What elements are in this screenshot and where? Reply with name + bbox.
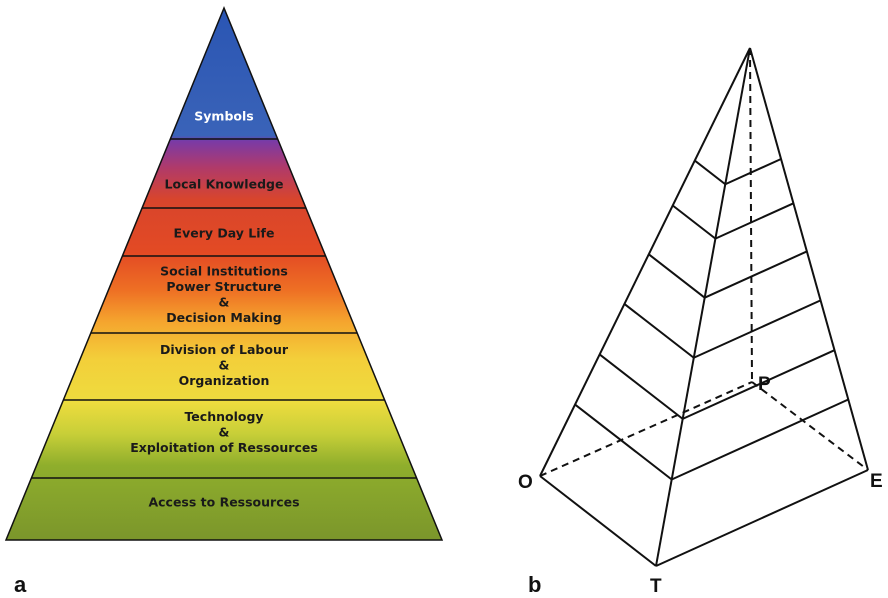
- pyramid-body: [4, 6, 444, 541]
- panel-letter-a: a: [14, 572, 27, 597]
- edge-o-t: [539, 475, 657, 567]
- vertex-label-t: T: [650, 576, 662, 597]
- pyramid-b: [539, 47, 869, 567]
- layer-label: Division of Labour&Organization: [160, 342, 289, 388]
- layer-label: Local Knowledge: [165, 177, 284, 192]
- panel-letter-b: b: [528, 572, 541, 597]
- level-line: [672, 202, 794, 240]
- layer-label: Every Day Life: [174, 226, 275, 241]
- hidden-edge-apex-p: [749, 47, 753, 383]
- edge-t-e: [655, 469, 869, 567]
- level-line: [599, 349, 835, 421]
- edge-apex-o: [539, 47, 751, 477]
- layer-dividers: [31, 138, 417, 479]
- level-line: [648, 250, 808, 299]
- level-line: [574, 398, 849, 481]
- vertex-label-e: E: [870, 471, 883, 492]
- layer-label: Technology&Exploitation of Ressources: [130, 409, 318, 455]
- level-lines: [574, 158, 849, 481]
- level-line: [694, 158, 782, 186]
- hidden-edge-p-e: [751, 381, 869, 471]
- vertex-label-p: P: [758, 374, 771, 395]
- edge-apex-t: [655, 47, 751, 567]
- vertex-label-o: O: [518, 472, 533, 493]
- edge-apex-e: [749, 47, 869, 471]
- layer-label: Access to Ressources: [148, 495, 299, 510]
- hidden-edge-o-p: [539, 381, 753, 477]
- layer-label: Symbols: [194, 109, 253, 124]
- level-line: [623, 299, 821, 359]
